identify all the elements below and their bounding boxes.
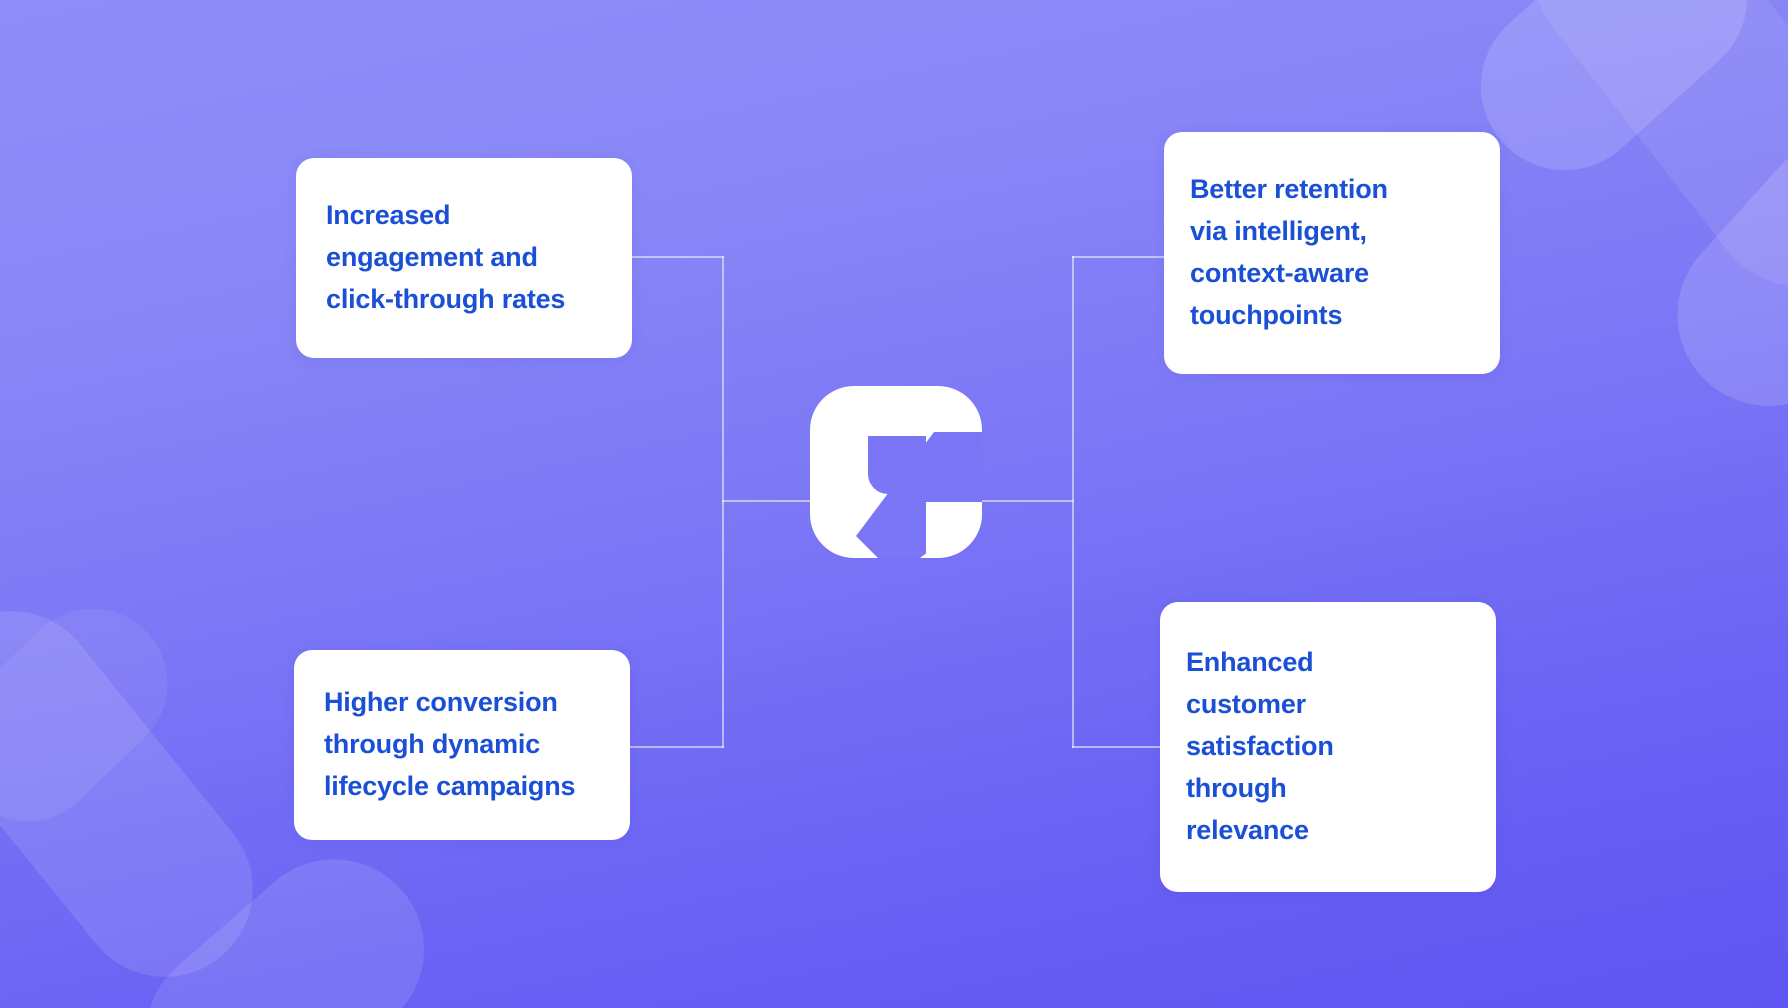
decorative-shape-bottom-left-1 (0, 575, 289, 1008)
connector-bottom-right-horizontal (1072, 746, 1166, 748)
benefit-card-better-retention[interactable]: Better retention via intelligent, contex… (1164, 132, 1500, 374)
connector-bottom-left-horizontal (630, 746, 724, 748)
connector-right-center-horizontal (980, 500, 1074, 502)
decorative-shape-top-right-3 (1640, 98, 1788, 444)
connector-top-right-horizontal (1072, 256, 1166, 258)
benefit-card-enhanced-satisfaction[interactable]: Enhanced customer satisfaction through r… (1160, 602, 1496, 892)
connector-right-vertical-spine (1072, 256, 1074, 748)
brand-logo-mark-icon (810, 386, 982, 558)
connector-left-center-horizontal (722, 500, 812, 502)
benefit-card-text: Higher conversion through dynamic lifecy… (324, 687, 576, 801)
benefit-card-increased-engagement[interactable]: Increased engagement and click-through r… (296, 158, 632, 358)
benefit-card-text: Better retention via intelligent, contex… (1190, 174, 1388, 330)
decorative-shape-top-right-2 (1495, 0, 1788, 324)
connector-top-left-horizontal (632, 256, 724, 258)
benefit-card-text: Increased engagement and click-through r… (326, 200, 566, 314)
decorative-shape-bottom-left-3 (0, 577, 199, 853)
connector-left-vertical-spine (722, 256, 724, 748)
benefit-card-text: Enhanced customer satisfaction through r… (1186, 647, 1334, 845)
decorative-shape-bottom-left-2 (108, 822, 462, 1008)
benefit-card-higher-conversion[interactable]: Higher conversion through dynamic lifecy… (294, 650, 630, 840)
